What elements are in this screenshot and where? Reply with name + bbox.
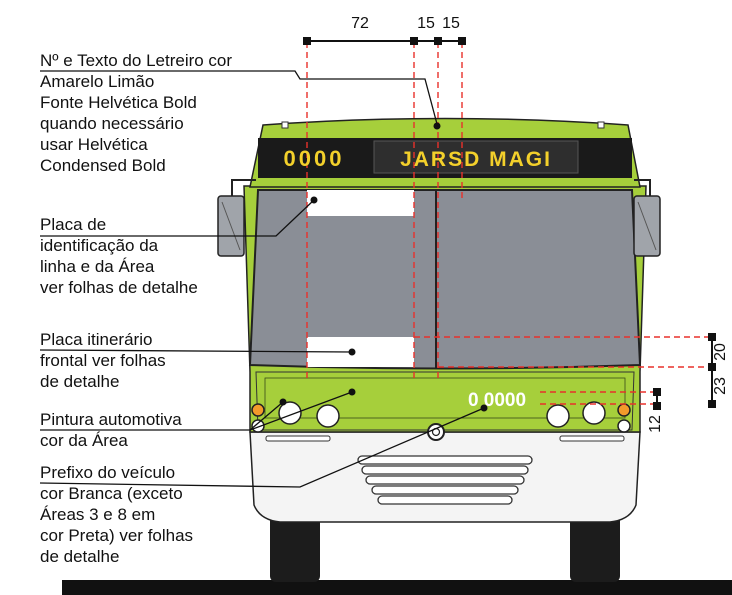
- right-dimension-line: [653, 333, 716, 410]
- front-grille: [357, 455, 533, 505]
- vehicle-prefix: 0 0000: [468, 390, 526, 411]
- sign-number: 0000: [284, 146, 345, 171]
- destination-text-box: [373, 140, 579, 174]
- fog-light-bars: [265, 435, 625, 442]
- dim-12: 12: [647, 415, 664, 433]
- dim-15a: 15: [417, 15, 435, 32]
- right-mirror: [633, 179, 661, 257]
- dimension-guides: [306, 42, 714, 405]
- annotation-sign-spec: Nº e Texto do Letreiro cor Amarelo Limão…: [40, 51, 233, 175]
- left-headlights: [251, 401, 340, 433]
- annotation-line-plate: Placa de identificação da linha e da Áre…: [40, 215, 198, 297]
- roof-marker-left: [281, 121, 289, 129]
- dim-72: 72: [351, 15, 369, 32]
- right-headlights: [546, 401, 631, 433]
- sign-destination: JARSD MAGI: [400, 148, 552, 171]
- annotation-prefix: Prefixo do veículo cor Branca (exceto Ár…: [40, 463, 194, 566]
- annotation-itinerary-plate: Placa itinerário frontal ver folhas de d…: [40, 330, 166, 391]
- top-dimension-line: [303, 37, 466, 45]
- lower-panel: [255, 371, 635, 431]
- dim-15b: 15: [442, 15, 460, 32]
- right-wheel: [570, 510, 620, 582]
- line-identification-plate: [307, 190, 414, 216]
- annotation-paint: Pintura automotiva cor da Área: [40, 410, 182, 450]
- panel-inset: [264, 377, 626, 419]
- windshield: [248, 189, 642, 370]
- dim-20: 20: [712, 343, 729, 361]
- ground-line: [62, 580, 732, 595]
- roof-marker-right: [597, 121, 605, 129]
- dim-23: 23: [712, 377, 729, 395]
- left-wheel: [270, 510, 320, 582]
- leader-endpoints: [279, 122, 488, 412]
- leader-lines: [39, 70, 485, 488]
- left-mirror: [217, 179, 256, 257]
